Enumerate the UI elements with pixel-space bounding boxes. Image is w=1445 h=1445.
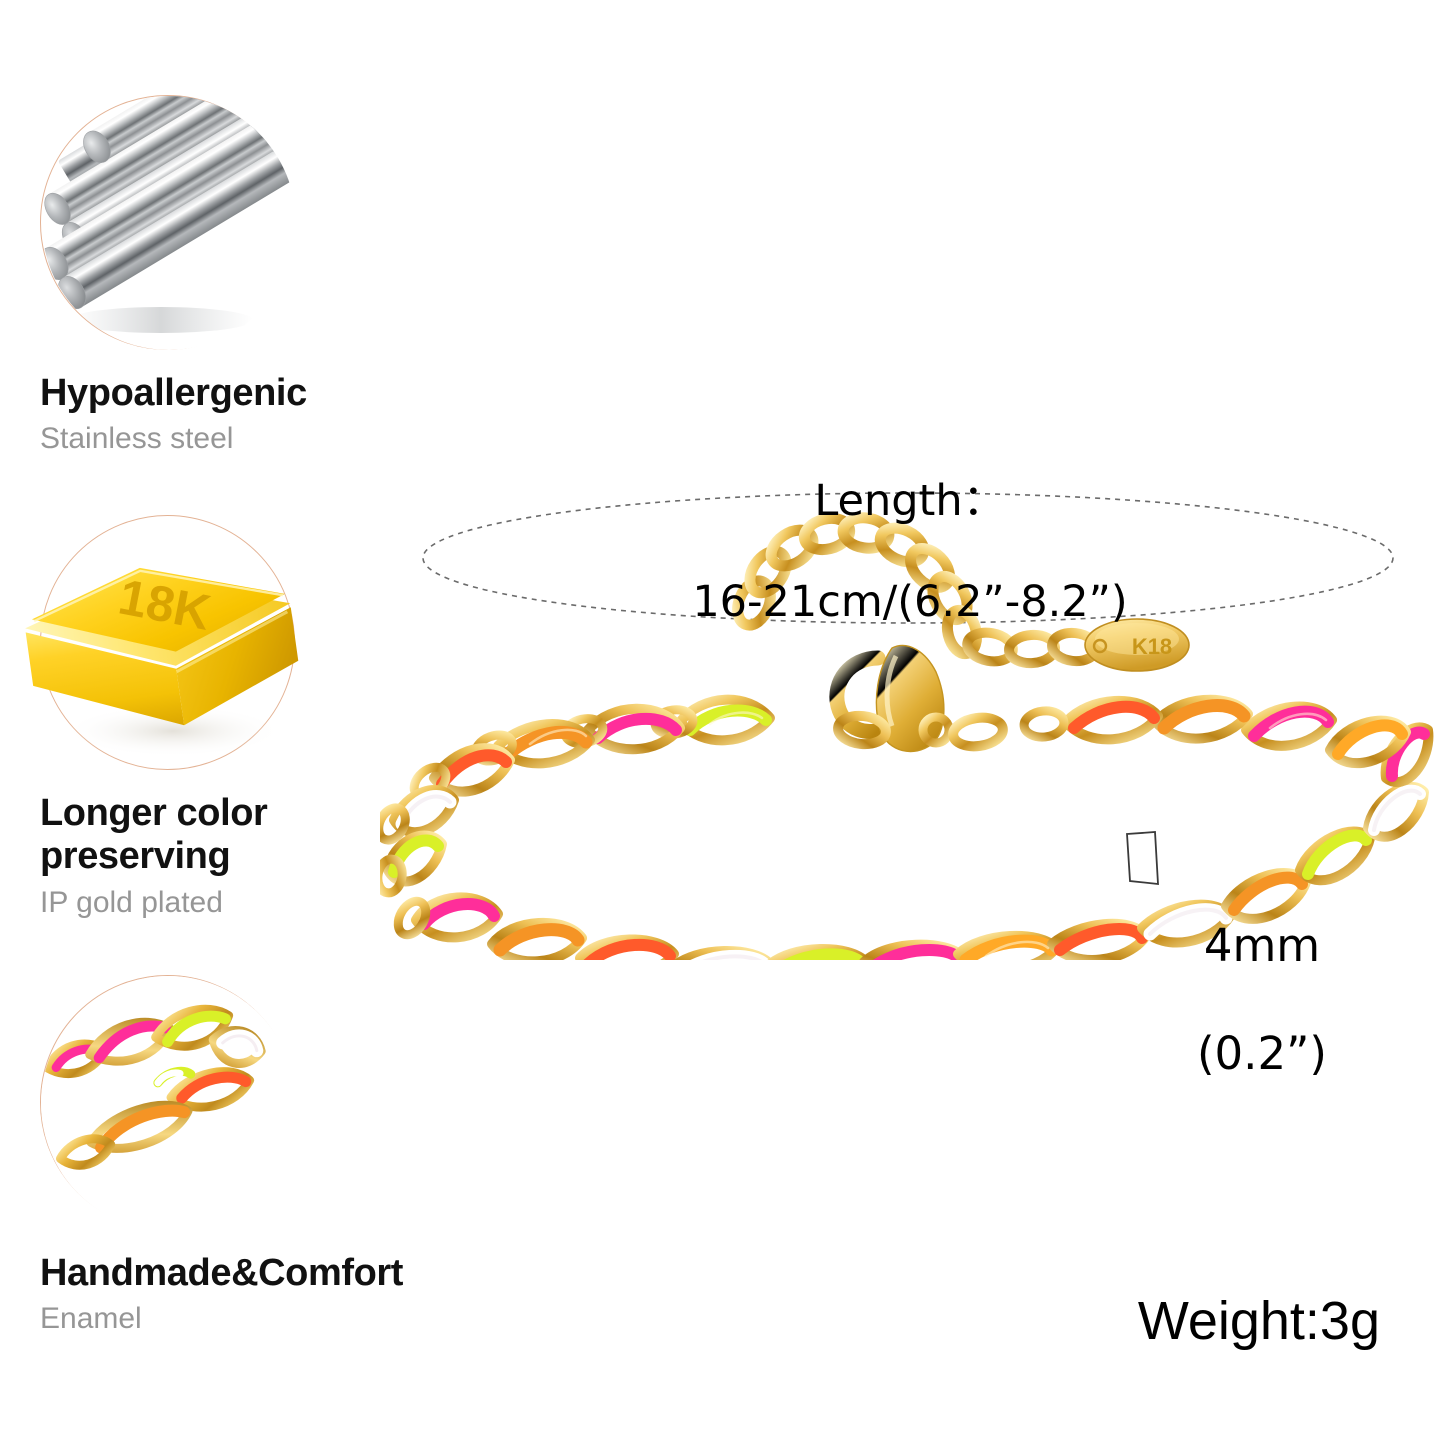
extender-chain: [732, 512, 1101, 669]
length-label: Length： 16-21cm/(6.2”-8.2”): [620, 425, 1200, 679]
feature-circle-frame: [40, 975, 296, 1231]
feature-block-hypoallergenic: Hypoallergenic Stainless steel: [40, 95, 540, 457]
length-label-title: Length：: [814, 475, 1006, 526]
feature-block-handmade-comfort: Handmade&Comfort Enamel: [40, 975, 540, 1337]
bracelet-loop: [380, 694, 1434, 960]
length-guide-ellipse: [422, 492, 1394, 624]
feature-subtitle: Enamel: [40, 1302, 142, 1336]
gold-bar-illustration: 18K: [25, 567, 299, 757]
feature-title: Hypoallergenic: [40, 372, 307, 414]
feature-title: Longer color preserving: [40, 792, 268, 878]
clasp-tag-text: K18: [1132, 634, 1172, 659]
enamel-chain-closeup: [41, 976, 296, 1231]
feature-title: Handmade&Comfort: [40, 1252, 404, 1294]
width-measure-bracket: [1126, 831, 1159, 886]
clasp-tag: K18: [1084, 618, 1190, 672]
feature-circle-frame: 18K: [25, 515, 299, 770]
gold-bar-icon: 18K: [25, 516, 299, 769]
steel-rods-icon: [41, 96, 296, 350]
bracelet-product-image: K18: [380, 400, 1440, 960]
steel-rods-illustration: [42, 96, 296, 350]
feature-subtitle: IP gold plated: [40, 885, 223, 919]
feature-block-color-preserving: 18K Longer color preserving IP gold plat…: [25, 515, 540, 921]
width-label-mm: 4mm: [1203, 919, 1321, 972]
feature-circle-frame: [40, 95, 296, 350]
weight-label: Weight:3g: [1137, 1291, 1380, 1351]
lobster-clasp: [829, 644, 1008, 753]
width-label: 4mm (0.2”): [1152, 865, 1372, 1135]
feature-subtitle: Stainless steel: [40, 422, 234, 456]
enamel-chain-icon: [41, 976, 296, 1231]
width-label-in: (0.2”): [1197, 1027, 1327, 1080]
length-label-value: 16-21cm/(6.2”-8.2”): [692, 577, 1128, 628]
